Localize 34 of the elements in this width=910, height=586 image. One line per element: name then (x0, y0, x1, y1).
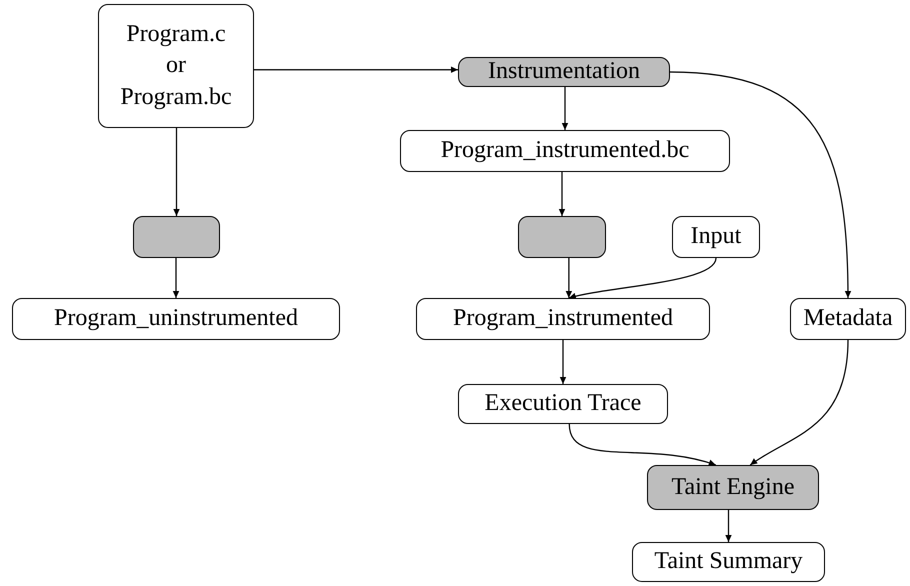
arrow (172, 258, 180, 298)
data-box (632, 542, 825, 582)
arrow (568, 424, 716, 466)
data-box (790, 298, 906, 340)
arrow (173, 128, 180, 216)
node-label: Metadata (803, 304, 893, 334)
node-label: Program_instrumented.bc (440, 136, 690, 166)
process-box (647, 465, 819, 510)
arrow (560, 340, 566, 384)
data-box (98, 4, 254, 128)
node-label: Execution Trace (484, 389, 642, 418)
node-label: Program_instrumented (453, 304, 673, 334)
data-box (672, 216, 760, 258)
data-box (416, 298, 710, 340)
process-box (518, 216, 606, 258)
node-label: Instrumentation (488, 57, 640, 86)
arrow (725, 510, 732, 542)
arrow (568, 258, 717, 300)
node-label: Program_uninstrumented (54, 304, 298, 334)
arrow (566, 258, 572, 298)
data-box (400, 130, 730, 172)
node-label: Input (690, 222, 742, 252)
data-box (12, 298, 340, 340)
arrow (670, 71, 852, 298)
process-box (133, 216, 220, 258)
arrow (562, 87, 568, 130)
node-label: Program.c or Program.bc (120, 20, 232, 112)
process-box (458, 57, 670, 87)
arrow (558, 172, 566, 216)
data-box (458, 384, 668, 424)
node-label: Taint Engine (672, 472, 794, 502)
arrow (750, 340, 849, 466)
node-label: Taint Summary (654, 547, 803, 576)
arrow (254, 66, 458, 73)
